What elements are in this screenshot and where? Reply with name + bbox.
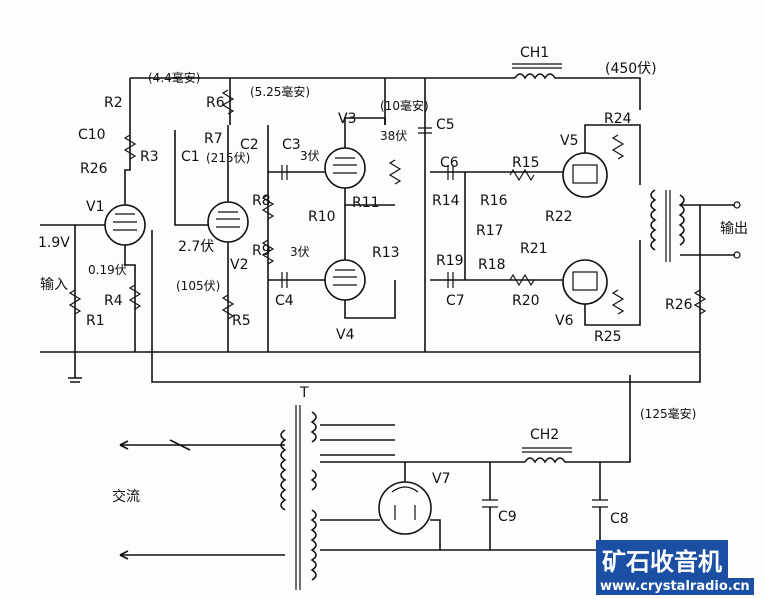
label-r25: R26: [665, 297, 693, 313]
label-v2: V2: [230, 257, 249, 273]
label-v3-grid: 3伏: [300, 149, 320, 163]
watermark-title: 矿石收音机: [596, 540, 728, 579]
label-r18: R18: [478, 257, 506, 273]
label-r22: R22: [545, 209, 573, 225]
label-v7: V7: [432, 471, 451, 487]
label-r3: R3: [140, 149, 159, 165]
label-c4: C4: [275, 293, 294, 309]
label-r1: R1: [86, 313, 105, 329]
label-ch2: CH2: [530, 427, 560, 443]
label-v4-grid: 3伏: [290, 245, 310, 259]
label-r15: R15: [512, 155, 540, 171]
label-c9: C9: [498, 509, 517, 525]
label-c6: C6: [440, 155, 459, 171]
label-input[interactable]: 输入: [40, 277, 68, 293]
label-v1: V1: [86, 199, 105, 215]
label-ps-current: (125毫安): [640, 407, 697, 421]
label-c1: C1: [181, 149, 200, 165]
label-r21: R21: [520, 241, 548, 257]
label-r4: R4: [104, 293, 123, 309]
label-c5: C5: [436, 117, 455, 133]
label-r11-volt: 38伏: [380, 129, 408, 143]
label-b-plus: (450伏): [605, 61, 657, 77]
label-transformer: T: [300, 385, 309, 401]
label-v3-current: (10毫安): [380, 99, 429, 113]
label-v1-cathode: 0.19伏: [88, 263, 127, 277]
label-r17: R17: [476, 223, 504, 239]
label-r20: R20: [512, 293, 540, 309]
label-c7: C7: [446, 293, 465, 309]
label-c10: C10: [78, 127, 106, 143]
label-v2-grid: 2.7伏: [178, 239, 215, 255]
label-r6: R6: [206, 95, 225, 111]
label-r2-current: (4.4毫安): [148, 71, 201, 85]
label-r6-current: (5.25毫安): [250, 85, 311, 99]
watermark-url: www.crystalradio.cn: [596, 578, 754, 595]
label-r23: R24: [604, 111, 632, 127]
label-output[interactable]: 输出: [720, 221, 748, 237]
label-v4: V4: [336, 327, 355, 343]
label-c2: C2: [240, 137, 259, 153]
label-ac: 交流: [112, 489, 140, 505]
label-r19: R19: [436, 253, 464, 269]
label-c8: C8: [610, 511, 629, 527]
label-r10: R10: [308, 209, 336, 225]
label-r7: R7: [204, 131, 223, 147]
label-v2-cathode: (105伏): [176, 279, 221, 293]
label-r11: R11: [352, 195, 380, 211]
label-r14: R14: [432, 193, 460, 209]
label-c3: C3: [282, 137, 301, 153]
label-ch1: CH1: [520, 45, 550, 61]
label-r24: R25: [594, 329, 622, 345]
label-v6: V6: [555, 313, 574, 329]
label-r8: R8: [252, 193, 271, 209]
label-v3: V3: [338, 111, 357, 127]
label-r26: R26: [80, 161, 108, 177]
label-v5: V5: [560, 133, 579, 149]
label-v2-plate: (215伏): [206, 151, 251, 165]
label-v1-bias: 1.9V: [38, 235, 70, 251]
label-r5: R5: [232, 313, 251, 329]
label-r13: R13: [372, 245, 400, 261]
label-r2: R2: [104, 95, 123, 111]
label-r9: R9: [252, 243, 271, 259]
label-r16: R16: [480, 193, 508, 209]
